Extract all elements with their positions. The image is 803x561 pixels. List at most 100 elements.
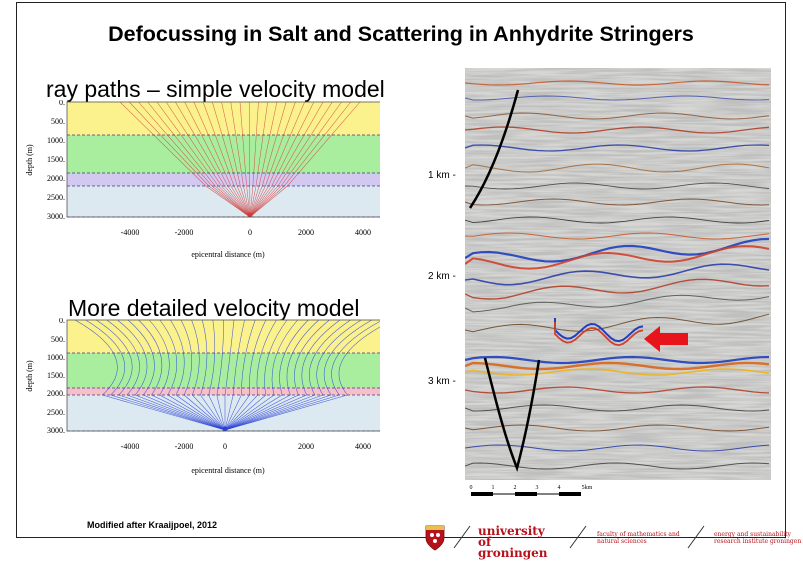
ray-path <box>249 101 315 218</box>
depth-label-3km: 3 km - <box>428 376 456 387</box>
x-tick: 2000 <box>298 228 314 237</box>
slide-frame <box>16 2 786 538</box>
reflector <box>465 263 770 286</box>
ray-path <box>159 319 226 431</box>
ray-path <box>224 319 298 431</box>
ray-path <box>224 319 309 431</box>
y-tick: 0. <box>59 318 65 325</box>
ray-path <box>127 319 226 431</box>
arrow-shape <box>644 326 688 352</box>
x-tick: 4000 <box>355 228 371 237</box>
ray-path <box>138 319 226 431</box>
ray-path <box>224 321 380 431</box>
layer-blue <box>67 395 380 431</box>
university-crest-icon <box>425 525 445 551</box>
reflector <box>465 386 770 394</box>
scale-tick: 5km <box>582 485 593 491</box>
y-tick: 0. <box>59 100 65 107</box>
scale-bar-segment <box>559 492 581 496</box>
y-tick: 3000. <box>47 212 65 221</box>
layer-purple <box>67 173 380 186</box>
x-tick: -4000 <box>121 442 140 451</box>
y-tick: 2000. <box>47 389 65 398</box>
scale-tick: 1 <box>492 485 495 491</box>
ray-path <box>224 319 319 431</box>
y-tick: 1500. <box>47 155 65 164</box>
y-tick: 1000. <box>47 136 65 145</box>
credit-note: Modified after Kraaijpoel, 2012 <box>87 520 218 530</box>
reflector <box>465 294 770 313</box>
scale-tick: 3 <box>536 485 539 491</box>
reflector <box>465 424 770 432</box>
reflector <box>465 163 770 173</box>
ray-path <box>224 319 362 431</box>
fault-line-lower <box>483 357 541 472</box>
reflector <box>465 80 770 86</box>
university-name: university of groningen <box>478 524 548 560</box>
reflector <box>465 355 770 365</box>
ray-path <box>224 319 351 431</box>
scale-bar-segment <box>471 492 493 496</box>
layer-yellow <box>67 102 380 135</box>
ray-path <box>224 319 288 431</box>
ray-path <box>200 319 226 431</box>
x-ticks: -4000 -2000 0 2000 4000 <box>121 228 371 237</box>
scale-tick: 0 <box>470 485 473 491</box>
y-tick: 2000. <box>47 174 65 183</box>
x-axis-label: epicentral distance (m) <box>191 250 265 259</box>
reflector <box>465 182 770 190</box>
ray-path <box>224 326 380 431</box>
ray-path-diagram-detailed: depth (m) 0. 500. 1000. 1500. 2000. 2500… <box>25 318 380 475</box>
ray-path <box>170 319 226 431</box>
reflector <box>465 216 770 224</box>
x-axis-label: epicentral distance (m) <box>191 466 265 475</box>
ray-path <box>216 319 226 431</box>
reflector <box>465 198 770 206</box>
scale-bar-ticks: 0 1 2 3 4 5km <box>470 485 593 491</box>
depth-label-2km: 2 km - <box>428 271 456 282</box>
depth-label-1km: 1 km - <box>428 170 456 181</box>
source-point <box>247 212 253 218</box>
ray-path <box>249 101 296 218</box>
divider-slash <box>453 525 471 549</box>
y-tick: 2500. <box>47 193 65 202</box>
plot-frame <box>66 101 380 218</box>
ray-path <box>224 319 372 431</box>
layer-pink <box>67 388 380 395</box>
scale-tick: 2 <box>514 485 517 491</box>
x-tick: -2000 <box>175 228 194 237</box>
source-point <box>222 426 228 432</box>
ray-path <box>224 319 235 430</box>
reflector <box>465 126 770 134</box>
y-axis-label: depth (m) <box>25 144 34 176</box>
reflector <box>465 245 770 270</box>
ray-path <box>224 319 330 431</box>
scale-tick: 4 <box>558 485 561 491</box>
reflector <box>465 144 770 152</box>
reflector <box>465 313 770 333</box>
red-arrow-icon <box>644 326 688 352</box>
x-tick: 0 <box>248 228 252 237</box>
scale-bar-background <box>465 480 771 500</box>
panel2-heading: More detailed velocity model <box>68 295 360 321</box>
y-tick: 1000. <box>47 353 65 362</box>
ray-path <box>249 101 268 218</box>
ray-path <box>147 101 251 218</box>
folded-stringer <box>554 322 644 347</box>
ray-path <box>239 101 251 218</box>
panel1-heading: ray paths – simple velocity model <box>46 76 385 102</box>
velocity-layers <box>67 320 380 431</box>
seismic-section: 0 1 2 3 4 5km <box>465 68 771 500</box>
x-tick: -4000 <box>121 228 140 237</box>
faculty-name: faculty of mathematics and natural scien… <box>597 531 680 545</box>
reflector <box>465 112 770 120</box>
x-tick: 2000 <box>298 442 314 451</box>
ray-path <box>119 101 251 218</box>
scale-bar-segment <box>515 492 537 496</box>
y-tick: 500. <box>51 117 65 126</box>
ray-path <box>96 319 226 431</box>
y-tick: 1500. <box>47 371 65 380</box>
layer-green <box>67 135 380 173</box>
ray-path <box>165 101 251 218</box>
slide-title: Defocussing in Salt and Scattering in An… <box>108 22 694 46</box>
